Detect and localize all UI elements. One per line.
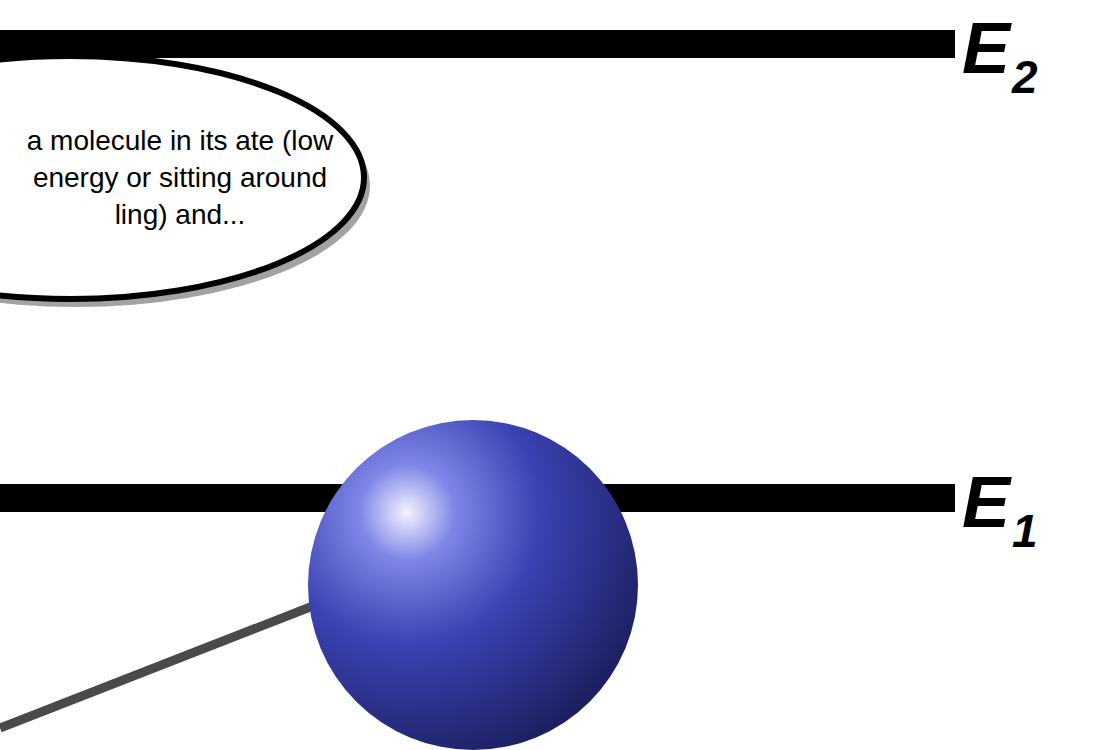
molecule-sphere [308,420,638,750]
speech-bubble: a molecule in its ate (low energy or sit… [0,50,370,305]
pointer-line [0,604,318,728]
level-subscript: 2 [1012,54,1038,100]
energy-level-line [0,30,955,58]
energy-symbol: E [962,466,1010,538]
energy-symbol: E [962,12,1010,84]
bubble-text: a molecule in its ate (low energy or sit… [20,122,340,233]
level-subscript: 1 [1012,508,1038,554]
